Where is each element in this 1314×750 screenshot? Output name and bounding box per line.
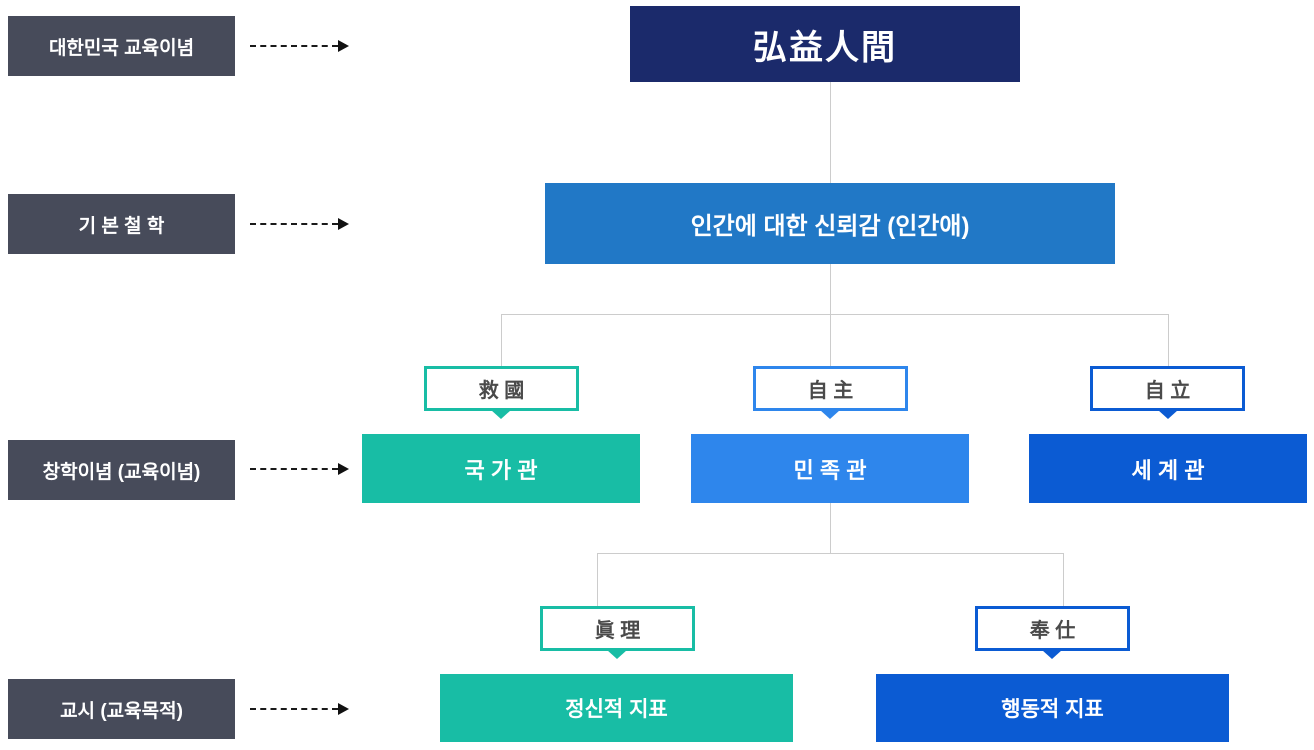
arrow-head-icon — [338, 463, 349, 475]
dashed-arrow-1 — [250, 40, 352, 52]
philosophy-node-trust-in-human: 인간에 대한 신뢰감 (인간애) — [545, 183, 1115, 264]
pointer-triangle-icon — [607, 650, 627, 659]
dashed-line — [250, 45, 338, 47]
pointer-triangle-icon — [491, 410, 511, 419]
pointer-triangle-icon — [820, 410, 840, 419]
branch-tag-jaju: 自 主 — [753, 366, 908, 411]
branch-box-gukgagwan: 국 가 관 — [362, 434, 640, 503]
side-label-founding-ideology: 창학이념 (교육이념) — [8, 440, 235, 500]
dashed-arrow-4 — [250, 703, 352, 715]
branch-tag-guguk: 救 國 — [424, 366, 579, 411]
connector-branch-horizontal — [501, 314, 1168, 315]
arrow-head-icon — [338, 40, 349, 52]
connector-philosophy-down — [830, 264, 831, 314]
connector-drop-gukga — [501, 314, 502, 366]
branch-tag-jarip: 自 立 — [1090, 366, 1245, 411]
dashed-line — [250, 223, 338, 225]
connector-subbranch-horizontal — [597, 553, 1063, 554]
dashed-arrow-2 — [250, 218, 352, 230]
connector-drop-segye — [1168, 314, 1169, 366]
dashed-arrow-3 — [250, 463, 352, 475]
subbranch-box-behavioral-index: 행동적 지표 — [876, 674, 1229, 742]
connector-minjok-down — [830, 503, 831, 553]
dashed-line — [250, 708, 338, 710]
subbranch-tag-bongsa: 奉 仕 — [975, 606, 1130, 651]
side-label-basic-philosophy: 기 본 철 학 — [8, 194, 235, 254]
branch-box-minjokgwan: 민 족 관 — [691, 434, 969, 503]
connector-drop-haengdong — [1063, 553, 1064, 606]
pointer-triangle-icon — [1158, 410, 1178, 419]
connector-drop-minjok — [830, 314, 831, 366]
branch-box-segyegwan: 세 계 관 — [1029, 434, 1307, 503]
connector-drop-jeongsin — [597, 553, 598, 606]
subbranch-tag-jilli: 眞 理 — [540, 606, 695, 651]
dashed-line — [250, 468, 338, 470]
connector-root-to-philosophy — [830, 82, 831, 183]
side-label-school-motto: 교시 (교육목적) — [8, 679, 235, 739]
pointer-triangle-icon — [1042, 650, 1062, 659]
subbranch-box-spiritual-index: 정신적 지표 — [440, 674, 793, 742]
side-label-national-education-ideal: 대한민국 교육이념 — [8, 16, 235, 76]
arrow-head-icon — [338, 703, 349, 715]
root-node-hongik-ingan: 弘益人間 — [630, 6, 1020, 82]
arrow-head-icon — [338, 218, 349, 230]
